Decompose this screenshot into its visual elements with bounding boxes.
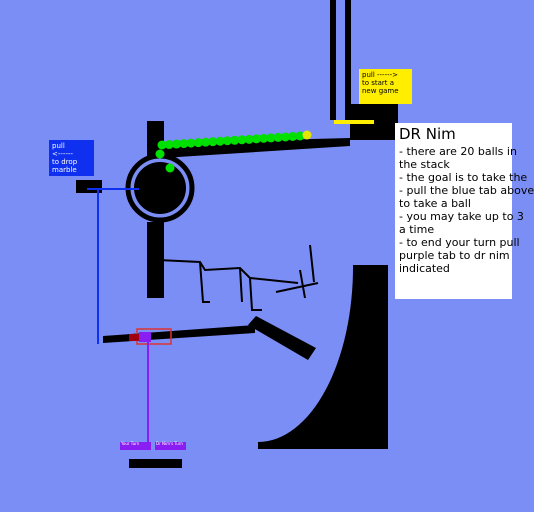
marble (295, 131, 305, 141)
instruction-line: - there are 20 balls in (399, 145, 517, 158)
marble (222, 136, 232, 146)
quarter-pipe (258, 265, 388, 449)
top-chute-wall-left (330, 0, 336, 120)
marble (165, 163, 175, 173)
marble (157, 140, 167, 150)
marble (273, 132, 283, 142)
instruction-line: - to end your turn pull (399, 236, 520, 249)
marble (215, 136, 225, 146)
drop-marble-tab[interactable]: pull <------ to drop marble (49, 140, 94, 176)
yellow-pull-bar[interactable] (334, 120, 374, 124)
marble (259, 133, 269, 143)
marble (251, 134, 261, 144)
instruction-line: the stack (399, 158, 450, 171)
instructions-title: DR Nim (399, 125, 456, 143)
top-chute-wall-right (345, 0, 351, 120)
instruction-line: - you may take up to 3 (399, 210, 524, 223)
marble-bin (157, 244, 319, 311)
lower-lever (103, 325, 255, 343)
lever-red-block (129, 334, 139, 341)
marble-wheel (134, 162, 186, 214)
active-marble (302, 130, 312, 140)
lever-purple-block[interactable] (139, 332, 151, 342)
instructions-panel: DR Nim - there are 20 balls in the stack… (395, 123, 534, 299)
marble (193, 138, 203, 148)
your-turn-tab[interactable]: Your Turn (120, 442, 151, 450)
purple-pull-string[interactable] (147, 342, 149, 443)
marble (280, 132, 290, 142)
instruction-line: indicated (399, 262, 450, 275)
marble (155, 149, 165, 159)
marble (288, 131, 298, 141)
start-game-tab[interactable]: pull ------> to start a new game (359, 69, 412, 104)
marble (172, 139, 182, 149)
blue-pull-string[interactable] (97, 188, 99, 344)
instruction-line: - pull the blue tab above (399, 184, 534, 197)
base-bar (129, 459, 182, 468)
marble (179, 139, 189, 149)
game-board (76, 0, 398, 468)
left-post-lower (147, 222, 164, 298)
instruction-line: purple tab to dr nim (399, 249, 510, 262)
instruction-line: a time (399, 223, 435, 236)
lever-ramp (248, 316, 316, 360)
instruction-line: to take a ball (399, 197, 471, 210)
marble (237, 135, 247, 145)
marble (208, 137, 218, 147)
marble (201, 137, 211, 147)
marble (230, 135, 240, 145)
marble (266, 133, 276, 143)
marble (244, 134, 254, 144)
blue-lever-bar[interactable] (87, 188, 139, 190)
dr-nim-turn-tab[interactable]: Dr Nim's Turn (155, 442, 186, 450)
marble-stack (155, 130, 312, 173)
marble (164, 140, 174, 150)
marble (186, 138, 196, 148)
instruction-line: - the goal is to take the (399, 171, 528, 184)
